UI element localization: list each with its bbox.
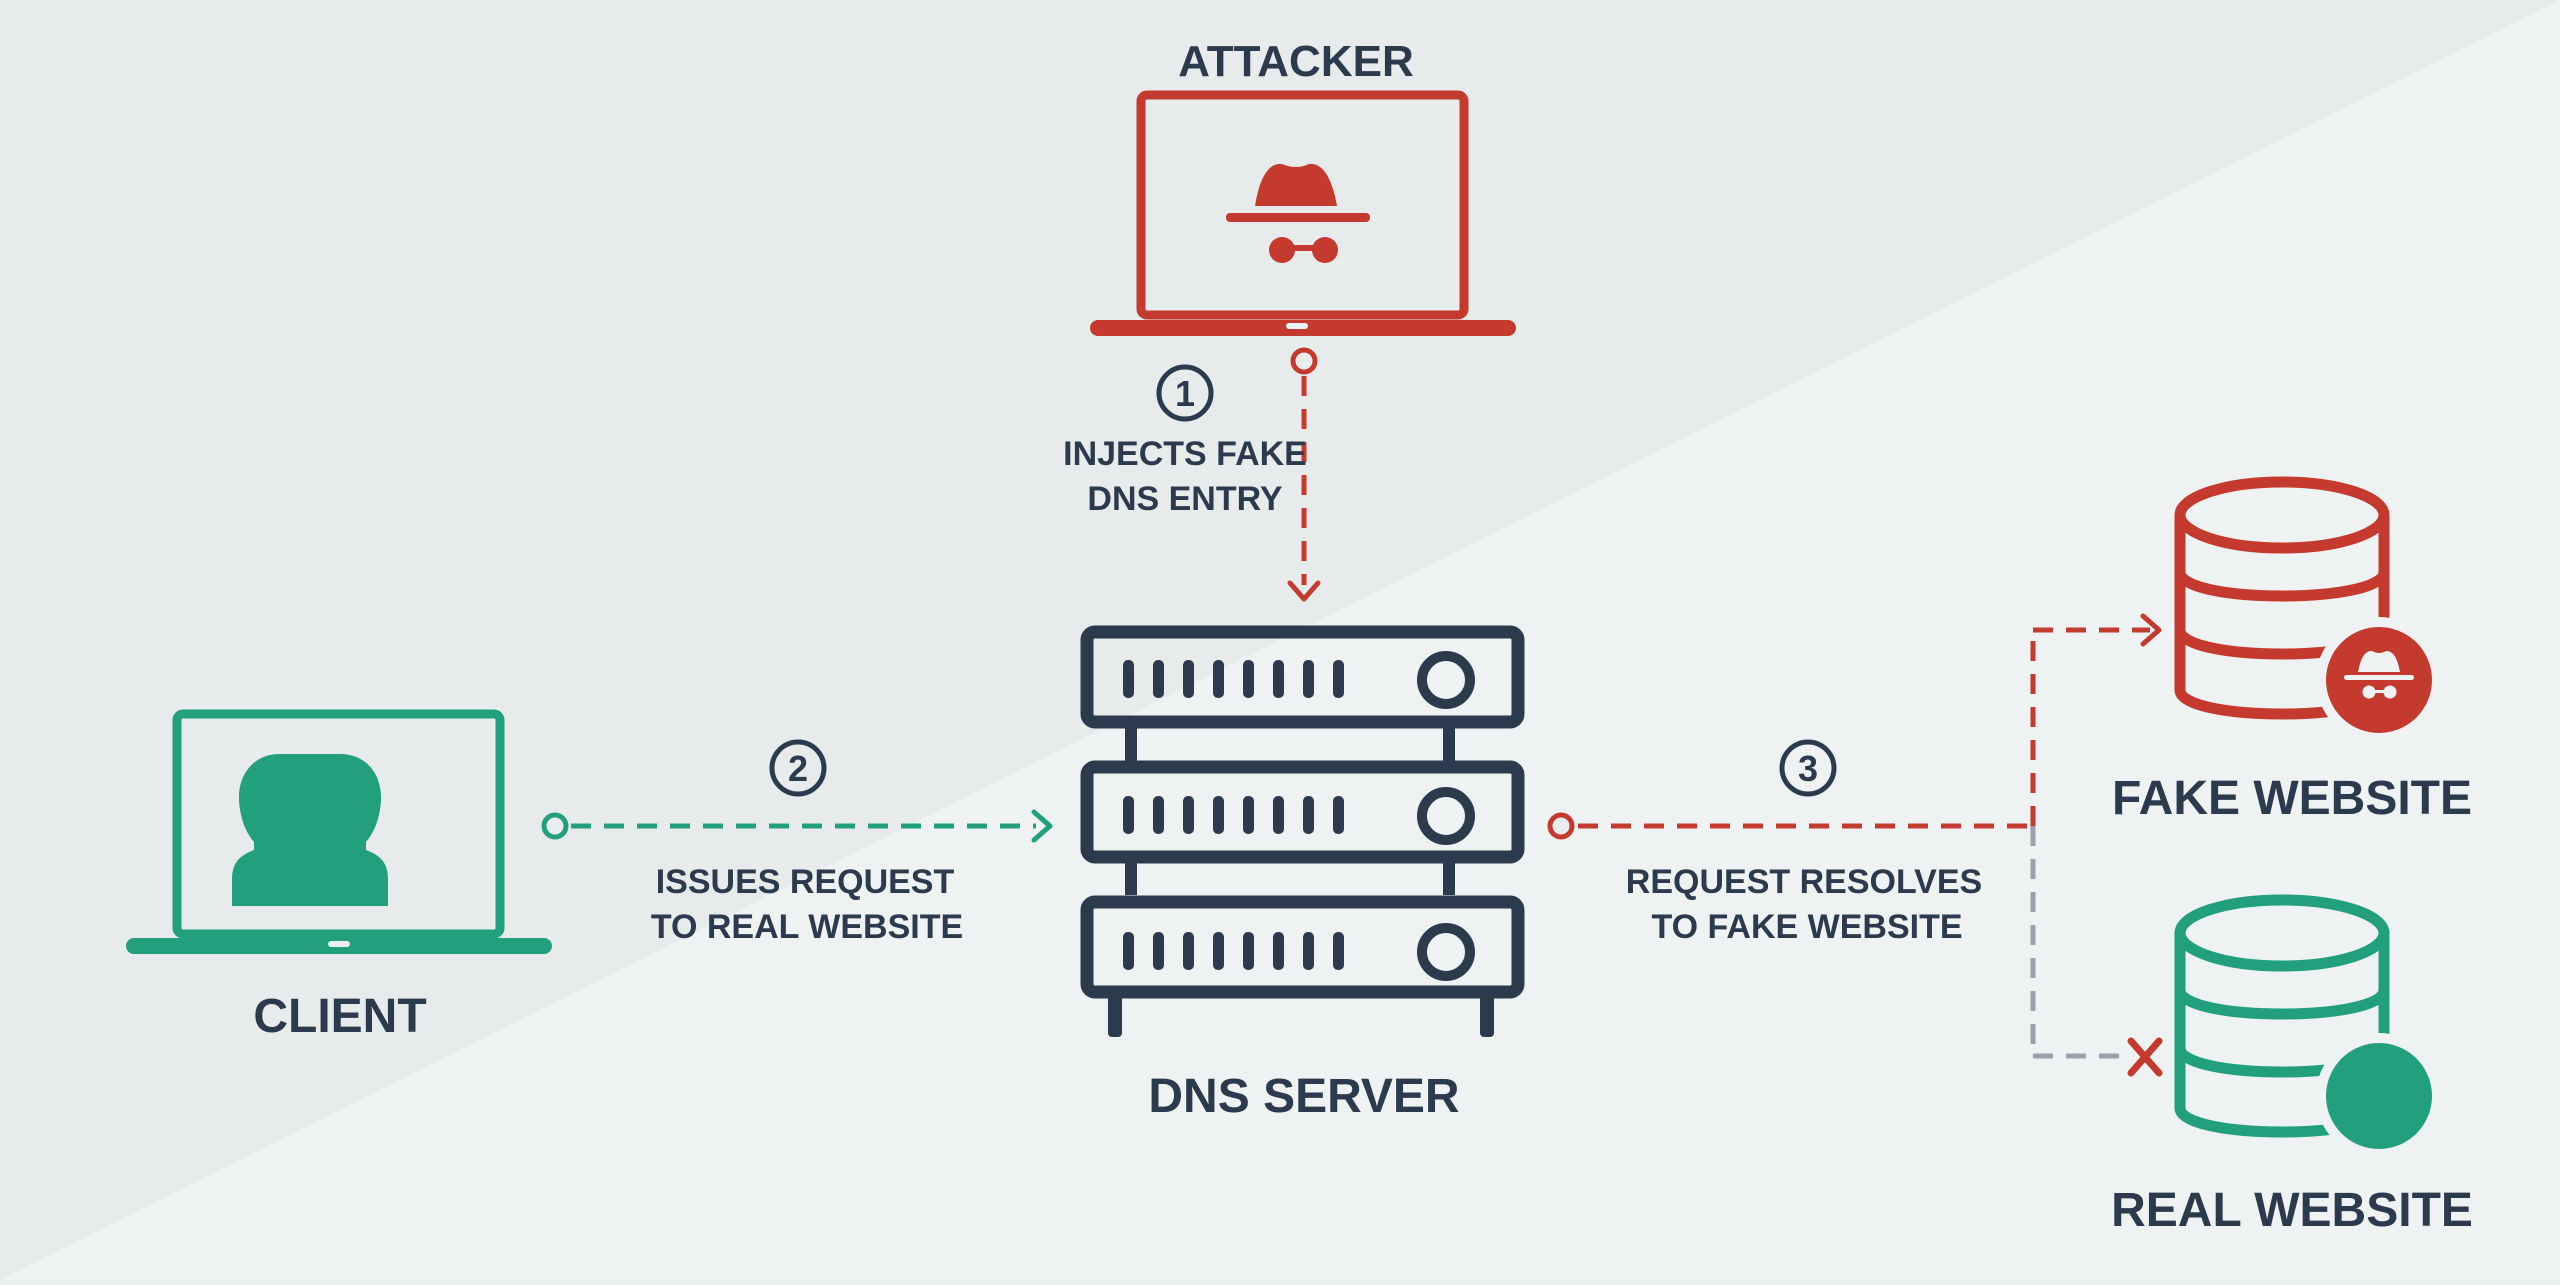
- dns-server-node: DNS SERVER: [1080, 625, 1525, 1123]
- step-3-line-2: TO FAKE WEBSITE: [1651, 908, 1962, 946]
- step-2: 2 ISSUES REQUEST TO REAL WEBSITE: [541, 739, 1053, 946]
- fake-website-label: FAKE WEBSITE: [2112, 772, 2472, 825]
- connector-dot: [1290, 347, 1318, 375]
- step-2-badge: [769, 739, 827, 797]
- step-3: 3 REQUEST RESOLVES TO FAKE WEBSITE: [1547, 613, 2163, 1077]
- fake-website-node: FAKE WEBSITE: [2112, 476, 2472, 825]
- arrowhead-icon: [1031, 809, 1053, 843]
- real-website-label: REAL WEBSITE: [2111, 1184, 2473, 1237]
- step-3-number: 3: [1798, 748, 1818, 789]
- step-2-line-1: ISSUES REQUEST: [656, 863, 955, 901]
- laptop-spy-icon: [1090, 90, 1516, 336]
- user-silhouette-icon: [232, 754, 388, 906]
- step-3-line-1: REQUEST RESOLVES: [1626, 863, 1982, 901]
- connector-dot: [541, 812, 569, 840]
- connector-dot: [1547, 812, 1575, 840]
- step-2-line-2: TO REAL WEBSITE: [651, 908, 963, 946]
- real-website-node: REAL WEBSITE: [2111, 894, 2473, 1237]
- attacker-label: ATTACKER: [1178, 37, 1413, 86]
- arrowhead-icon: [2140, 613, 2162, 647]
- laptop-user-icon: [126, 709, 552, 954]
- step-3-badge: [1779, 739, 1837, 797]
- database-spy-icon: [2174, 476, 2442, 743]
- step-1-number: 1: [1175, 373, 1195, 414]
- step-2-number: 2: [788, 748, 808, 789]
- x-mark-icon: [2127, 1037, 2163, 1077]
- step-1: 1 INJECTS FAKE DNS ENTRY: [1063, 347, 1321, 602]
- status-dot: [2316, 1033, 2442, 1159]
- dns-server-label: DNS SERVER: [1148, 1070, 1459, 1123]
- step-1-badge: [1156, 364, 1214, 422]
- server-rack-icon: [1080, 625, 1525, 1037]
- spy-hat-icon: [1226, 163, 1370, 263]
- spy-hat-icon: [2344, 650, 2414, 699]
- client-label: CLIENT: [253, 990, 426, 1043]
- step-1-line-2: DNS ENTRY: [1087, 480, 1283, 518]
- arrowhead-icon: [1287, 580, 1321, 602]
- step-1-line-1: INJECTS FAKE: [1063, 435, 1307, 473]
- client-node: CLIENT: [126, 709, 552, 1043]
- database-icon: [2174, 894, 2442, 1159]
- attacker-node: ATTACKER: [1090, 37, 1516, 336]
